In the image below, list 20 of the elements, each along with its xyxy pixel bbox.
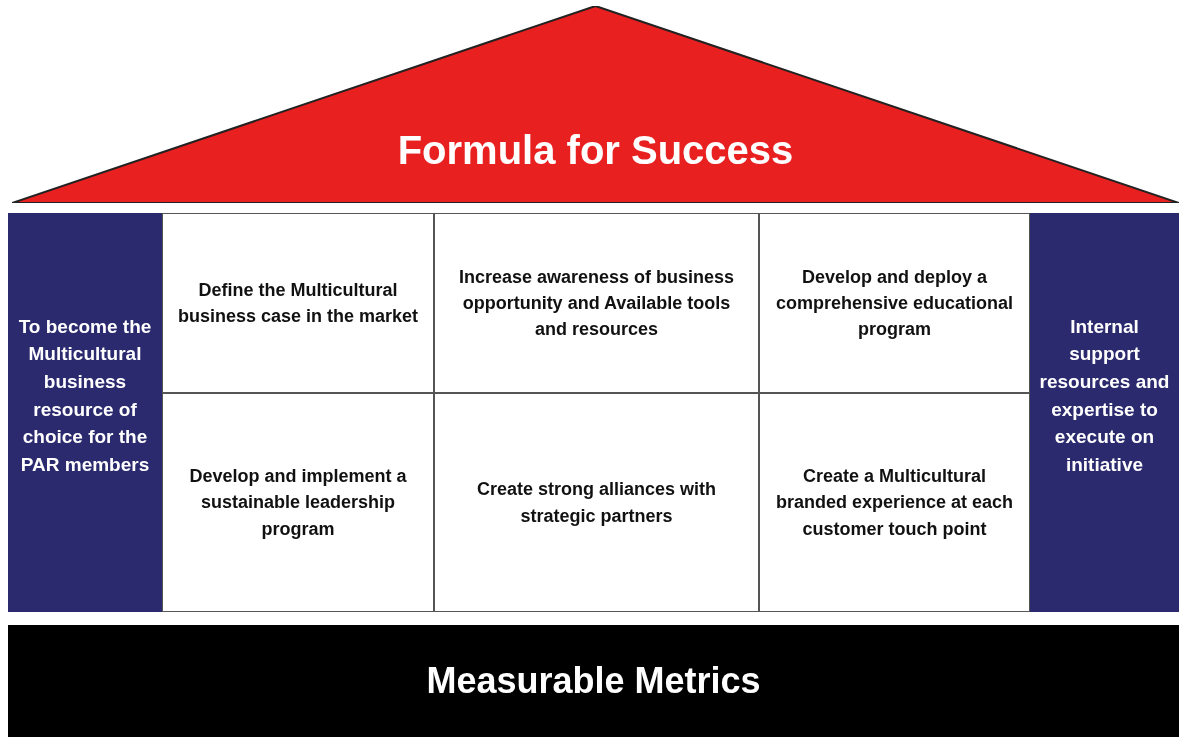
statement-text: Develop and implement a sustainable leadership program <box>188 465 408 541</box>
goal-cell <box>162 213 434 393</box>
pillar-panel <box>8 213 162 612</box>
roof-triangle <box>12 6 1179 203</box>
statement-text: Define the Multicultural business case in the market <box>176 278 420 328</box>
statement-text: To become the Multicultural business resource of choice for the PAR members <box>17 314 153 477</box>
goal-cell <box>162 393 434 612</box>
foundation-bar <box>8 625 1179 737</box>
heading-text: Measurable Metrics <box>426 658 761 703</box>
goal-cell <box>434 213 759 393</box>
statement-text: Increase awareness of business opportunity and Available tools and resources <box>457 265 736 342</box>
pillar-panel <box>1030 213 1179 612</box>
statement-text: Internal support resources and expertise to execute on initiative <box>1038 314 1171 477</box>
goal-cell <box>759 213 1030 393</box>
heading-text: Formula for Success <box>397 126 794 174</box>
statement-text: Create a Multicultural branded experience at each customer touch point <box>774 465 1015 541</box>
goal-cell <box>434 393 759 612</box>
statement-text: Create strong alliances with strategic partners <box>475 478 718 528</box>
statement-text: Develop and deploy a comprehensive educational program <box>774 265 1015 342</box>
goal-cell <box>759 393 1030 612</box>
